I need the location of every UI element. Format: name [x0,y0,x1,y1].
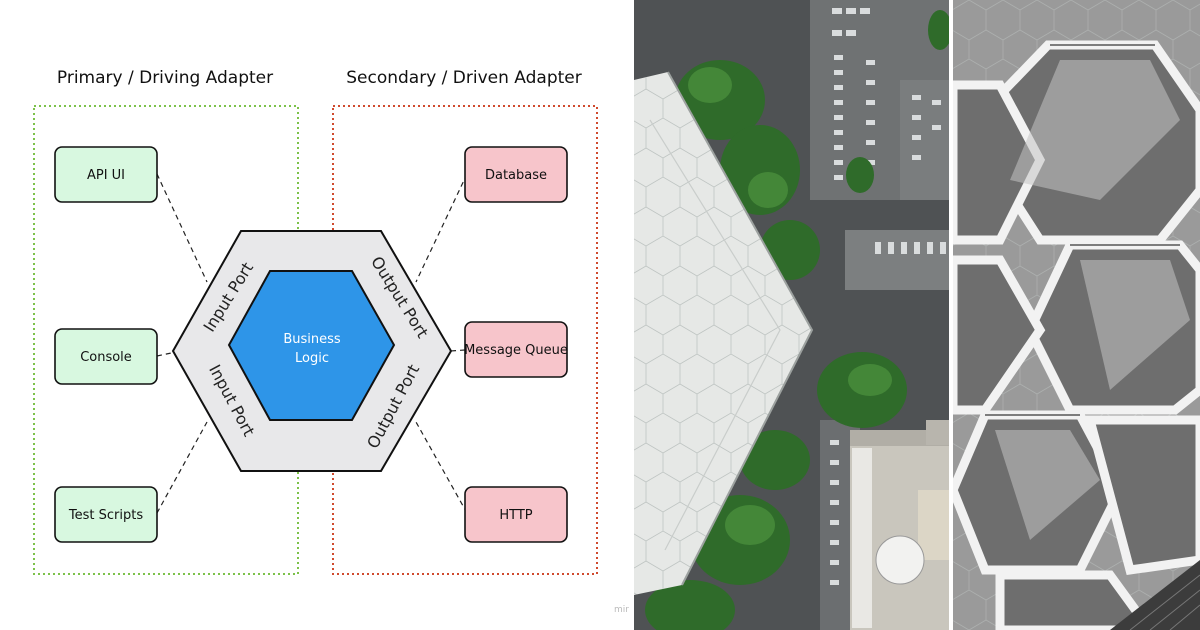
hexagonal-architecture-diagram: Primary / Driving Adapter Secondary / Dr… [33,68,630,615]
connector-api-ui [156,173,208,283]
adapter-api-ui-label: API UI [87,168,125,183]
connector-database [415,173,468,283]
watermark-text: mir [614,605,629,615]
hexagonal-facade-photo [953,0,1200,630]
business-logic-label-line2: Logic [295,351,329,366]
adapter-test-scripts: Test Scripts [54,486,158,543]
adapter-console-label: Console [80,350,132,365]
connector-console [156,351,177,357]
adapter-http-label: HTTP [499,508,532,523]
secondary-adapter-title: Secondary / Driven Adapter [346,68,582,88]
business-logic-hexagon [227,270,396,421]
adapter-test-scripts-label: Test Scripts [68,508,143,523]
connector-message-queue [449,349,466,352]
adapter-database: Database [464,146,568,203]
adapter-api-ui: API UI [54,146,158,203]
primary-adapter-title: Primary / Driving Adapter [57,68,273,88]
adapter-message-queue: Message Queue [464,321,568,378]
primary-adapter-group [33,105,299,575]
aerial-photo [634,0,949,630]
adapter-console: Console [54,328,158,385]
adapter-http: HTTP [464,486,568,543]
business-logic-label-line1: Business [283,332,341,347]
adapter-database-label: Database [485,168,547,183]
adapter-message-queue-label: Message Queue [464,343,568,358]
panel-divider [949,0,953,630]
